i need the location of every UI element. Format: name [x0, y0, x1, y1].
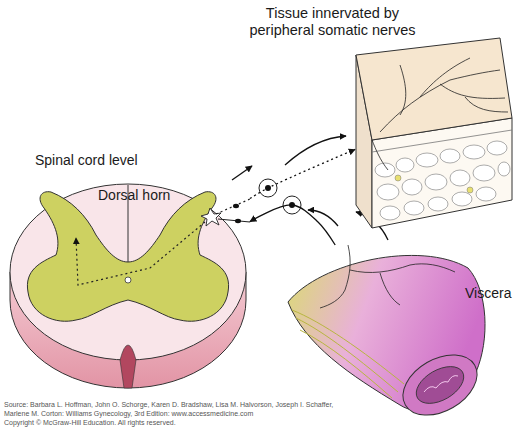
- node-label: Dorsal horn: [98, 187, 188, 204]
- direction-arrow: [285, 136, 346, 165]
- fat-cell: [375, 163, 395, 177]
- viscus-lumen: [410, 359, 470, 411]
- white-matter: [10, 184, 246, 360]
- fat-cell: [428, 197, 448, 211]
- viscus-opening: [392, 342, 487, 427]
- viscus-wall: [288, 255, 485, 410]
- nerve-ending: [395, 175, 401, 181]
- fat-cell: [416, 153, 438, 167]
- credit-block: Source: Barbara L. Hoffman, John O. Scho…: [4, 400, 354, 427]
- fat-cell: [404, 201, 424, 215]
- tissue-block: Tissue innervated by peripheral somatic …: [355, 3, 515, 225]
- direction-arrow: [232, 166, 252, 180]
- muscle-layer: [292, 310, 404, 398]
- fat-cell: [402, 179, 422, 195]
- visceral-afferent-end: [218, 219, 250, 222]
- credit-line: Copyright © McGraw-Hill Education. All r…: [4, 418, 354, 427]
- direction-arrow: [308, 210, 338, 226]
- synapse-dot: [235, 219, 241, 223]
- fat-cell: [452, 192, 472, 206]
- ganglion-cell: [265, 185, 271, 191]
- node-label: Tissue innervated by peripheral somatic …: [245, 5, 420, 39]
- mucosa-folds: [424, 376, 458, 392]
- fat-cells: [375, 141, 510, 220]
- visceral-nerves: [320, 245, 455, 308]
- ventral-fissure: [120, 345, 136, 388]
- synapse-dot: [233, 204, 239, 208]
- nerve-ending: [467, 187, 473, 193]
- fat-cell: [440, 149, 460, 163]
- fat-cell: [380, 206, 400, 220]
- fat-cell: [487, 141, 507, 155]
- fat-cell: [377, 184, 399, 200]
- fat-cell: [473, 165, 495, 181]
- fat-cell: [450, 170, 470, 186]
- spinal-cord: Spinal cord levelDorsal horn: [5, 150, 250, 390]
- fat-cell: [425, 174, 447, 190]
- dorsal-root-ganglion: [259, 179, 277, 197]
- ganglion-cell: [289, 202, 295, 208]
- fat-cell: [463, 145, 485, 159]
- somatic-afferent: [250, 149, 355, 198]
- fat-cell: [476, 187, 496, 201]
- node-label: Spinal cord level: [35, 152, 185, 169]
- central-canal: [125, 277, 131, 283]
- viscera: Viscera: [280, 245, 510, 405]
- somatic-afferent-end: [216, 199, 250, 214]
- visceral-afferent: [250, 205, 335, 245]
- dorsal-root-ganglion: [283, 196, 301, 214]
- fat-cell: [498, 162, 510, 176]
- ascending-tract: [76, 222, 205, 285]
- node-label: Viscera: [465, 285, 520, 302]
- credit-line: Source: Barbara L. Hoffman, John O. Scho…: [4, 400, 354, 418]
- cutaneous-nerves: [372, 58, 508, 170]
- fat-cell: [396, 158, 414, 172]
